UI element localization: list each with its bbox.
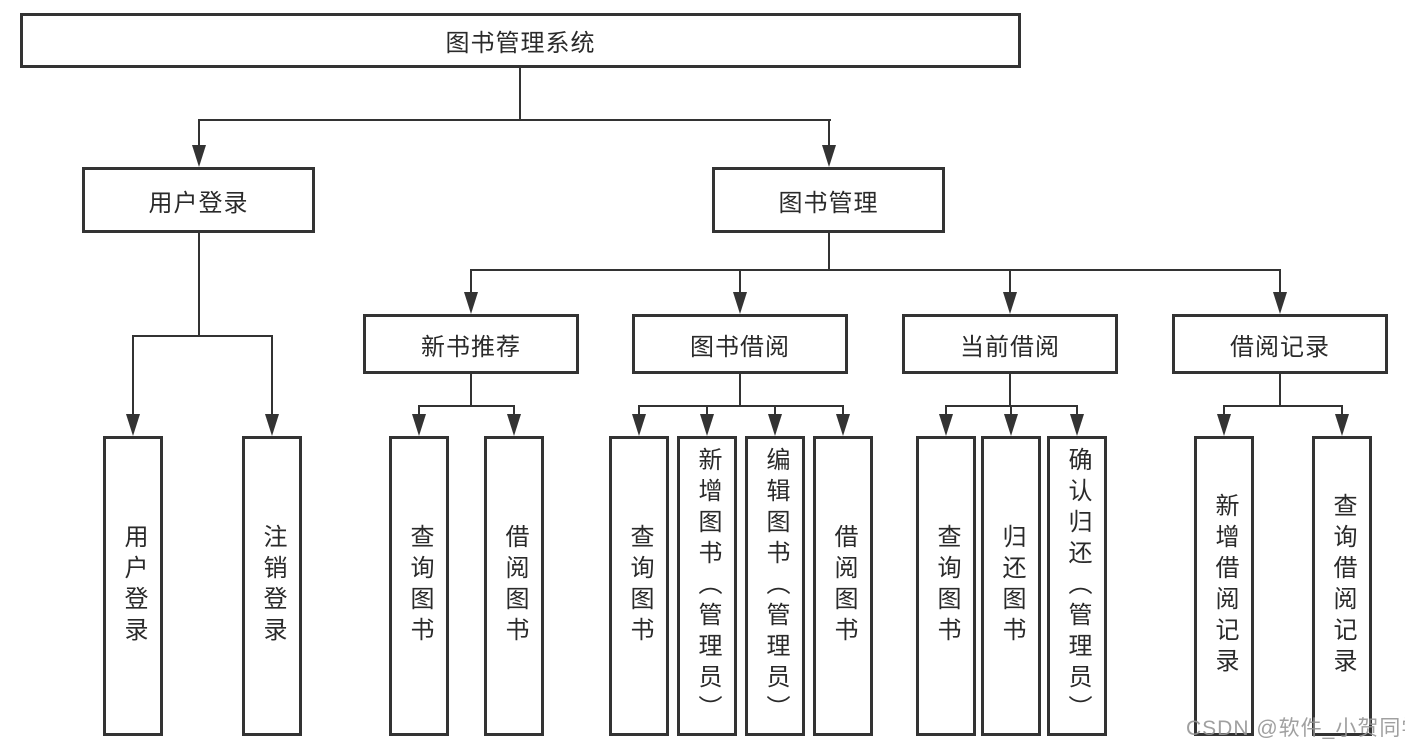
- node-user-login: 用户登录: [82, 167, 315, 233]
- arrowhead-down-icon: [700, 414, 714, 436]
- leaf-current-return-books-label: 归还图书: [998, 524, 1025, 648]
- node-new-book-recommend-label: 新书推荐: [421, 333, 521, 361]
- arrowhead-down-icon: [1003, 292, 1017, 314]
- node-new-book-recommend: 新书推荐: [363, 314, 579, 374]
- leaf-newbooks-borrow-books-label: 借阅图书: [501, 524, 528, 648]
- connector-vline: [513, 405, 515, 416]
- connector-vline: [198, 119, 200, 147]
- leaf-user-login-label: 用户登录: [120, 524, 147, 648]
- arrowhead-down-icon: [768, 414, 782, 436]
- arrowhead-down-icon: [836, 414, 850, 436]
- connector-vline: [828, 233, 830, 271]
- arrowhead-down-icon: [1217, 414, 1231, 436]
- arrowhead-down-icon: [464, 292, 478, 314]
- arrowhead-down-icon: [412, 414, 426, 436]
- connector-hline: [132, 335, 273, 337]
- connector-vline: [739, 269, 741, 294]
- leaf-current-return-books: 归还图书: [981, 436, 1041, 736]
- arrowhead-down-icon: [1070, 414, 1084, 436]
- node-current-borrow: 当前借阅: [902, 314, 1118, 374]
- connector-vline: [828, 119, 830, 147]
- connector-vline: [706, 405, 708, 416]
- connector-vline: [519, 68, 521, 120]
- arrowhead-down-icon: [632, 414, 646, 436]
- leaf-borrow-query-books-label: 查询图书: [626, 524, 653, 648]
- arrowhead-down-icon: [1335, 414, 1349, 436]
- connector-vline: [1009, 269, 1011, 294]
- leaf-borrow-edit-books-admin-label: 编辑图书（管理员）: [762, 446, 789, 726]
- connector-hline: [470, 269, 1281, 271]
- connector-hline: [198, 119, 831, 121]
- connector-vline: [470, 269, 472, 294]
- leaf-user-login: 用户登录: [103, 436, 163, 736]
- node-current-borrow-label: 当前借阅: [960, 333, 1060, 361]
- node-root-label: 图书管理系统: [445, 30, 596, 57]
- leaf-logout: 注销登录: [242, 436, 302, 736]
- leaf-records-add-record: 新增借阅记录: [1194, 436, 1254, 736]
- arrowhead-down-icon: [939, 414, 953, 436]
- connector-vline: [198, 233, 200, 337]
- arrowhead-down-icon: [192, 145, 206, 167]
- connector-vline: [774, 405, 776, 416]
- node-borrow-records-label: 借阅记录: [1230, 333, 1330, 361]
- leaf-borrow-edit-books-admin: 编辑图书（管理员）: [745, 436, 805, 736]
- leaf-newbooks-borrow-books: 借阅图书: [484, 436, 544, 736]
- leaf-current-confirm-return-admin: 确认归还（管理员）: [1047, 436, 1107, 736]
- leaf-borrow-query-books: 查询图书: [609, 436, 669, 736]
- connector-vline: [470, 374, 472, 406]
- arrowhead-down-icon: [733, 292, 747, 314]
- connector-vline: [271, 335, 273, 416]
- arrowhead-down-icon: [507, 414, 521, 436]
- node-user-login-label: 用户登录: [148, 189, 249, 217]
- connector-hline: [418, 405, 515, 407]
- connector-hline: [638, 405, 844, 407]
- node-book-management: 图书管理: [712, 167, 945, 233]
- node-book-borrow: 图书借阅: [632, 314, 848, 374]
- connector-hline: [1223, 405, 1343, 407]
- leaf-borrow-add-books-admin: 新增图书（管理员）: [677, 436, 737, 736]
- leaf-current-confirm-return-admin-label: 确认归还（管理员）: [1064, 446, 1091, 726]
- connector-vline: [638, 405, 640, 416]
- leaf-newbooks-query-books-label: 查询图书: [406, 524, 433, 648]
- connector-vline: [739, 374, 741, 406]
- leaf-borrow-borrow-books: 借阅图书: [813, 436, 873, 736]
- leaf-newbooks-query-books: 查询图书: [389, 436, 449, 736]
- node-book-borrow-label: 图书借阅: [690, 333, 790, 361]
- connector-vline: [945, 405, 947, 416]
- arrowhead-down-icon: [265, 414, 279, 436]
- connector-vline: [1279, 269, 1281, 294]
- leaf-records-query-record-label: 查询借阅记录: [1329, 493, 1356, 679]
- connector-vline: [1010, 405, 1012, 416]
- node-borrow-records: 借阅记录: [1172, 314, 1388, 374]
- leaf-borrow-borrow-books-label: 借阅图书: [830, 524, 857, 648]
- connector-vline: [842, 405, 844, 416]
- arrowhead-down-icon: [126, 414, 140, 436]
- leaf-borrow-add-books-admin-label: 新增图书（管理员）: [694, 446, 721, 726]
- leaf-current-query-books: 查询图书: [916, 436, 976, 736]
- node-root: 图书管理系统: [20, 13, 1021, 68]
- leaf-records-query-record: 查询借阅记录: [1312, 436, 1372, 736]
- connector-vline: [1341, 405, 1343, 416]
- connector-vline: [1279, 374, 1281, 406]
- arrowhead-down-icon: [822, 145, 836, 167]
- arrowhead-down-icon: [1004, 414, 1018, 436]
- leaf-current-query-books-label: 查询图书: [933, 524, 960, 648]
- watermark: CSDN @软件_小贺同学: [1186, 717, 1405, 740]
- connector-vline: [1223, 405, 1225, 416]
- leaf-logout-label: 注销登录: [259, 524, 286, 648]
- node-book-management-label: 图书管理: [778, 189, 879, 217]
- arrowhead-down-icon: [1273, 292, 1287, 314]
- connector-vline: [1076, 405, 1078, 416]
- connector-vline: [1009, 374, 1011, 406]
- connector-vline: [132, 335, 134, 416]
- leaf-records-add-record-label: 新增借阅记录: [1211, 493, 1238, 679]
- connector-vline: [418, 405, 420, 416]
